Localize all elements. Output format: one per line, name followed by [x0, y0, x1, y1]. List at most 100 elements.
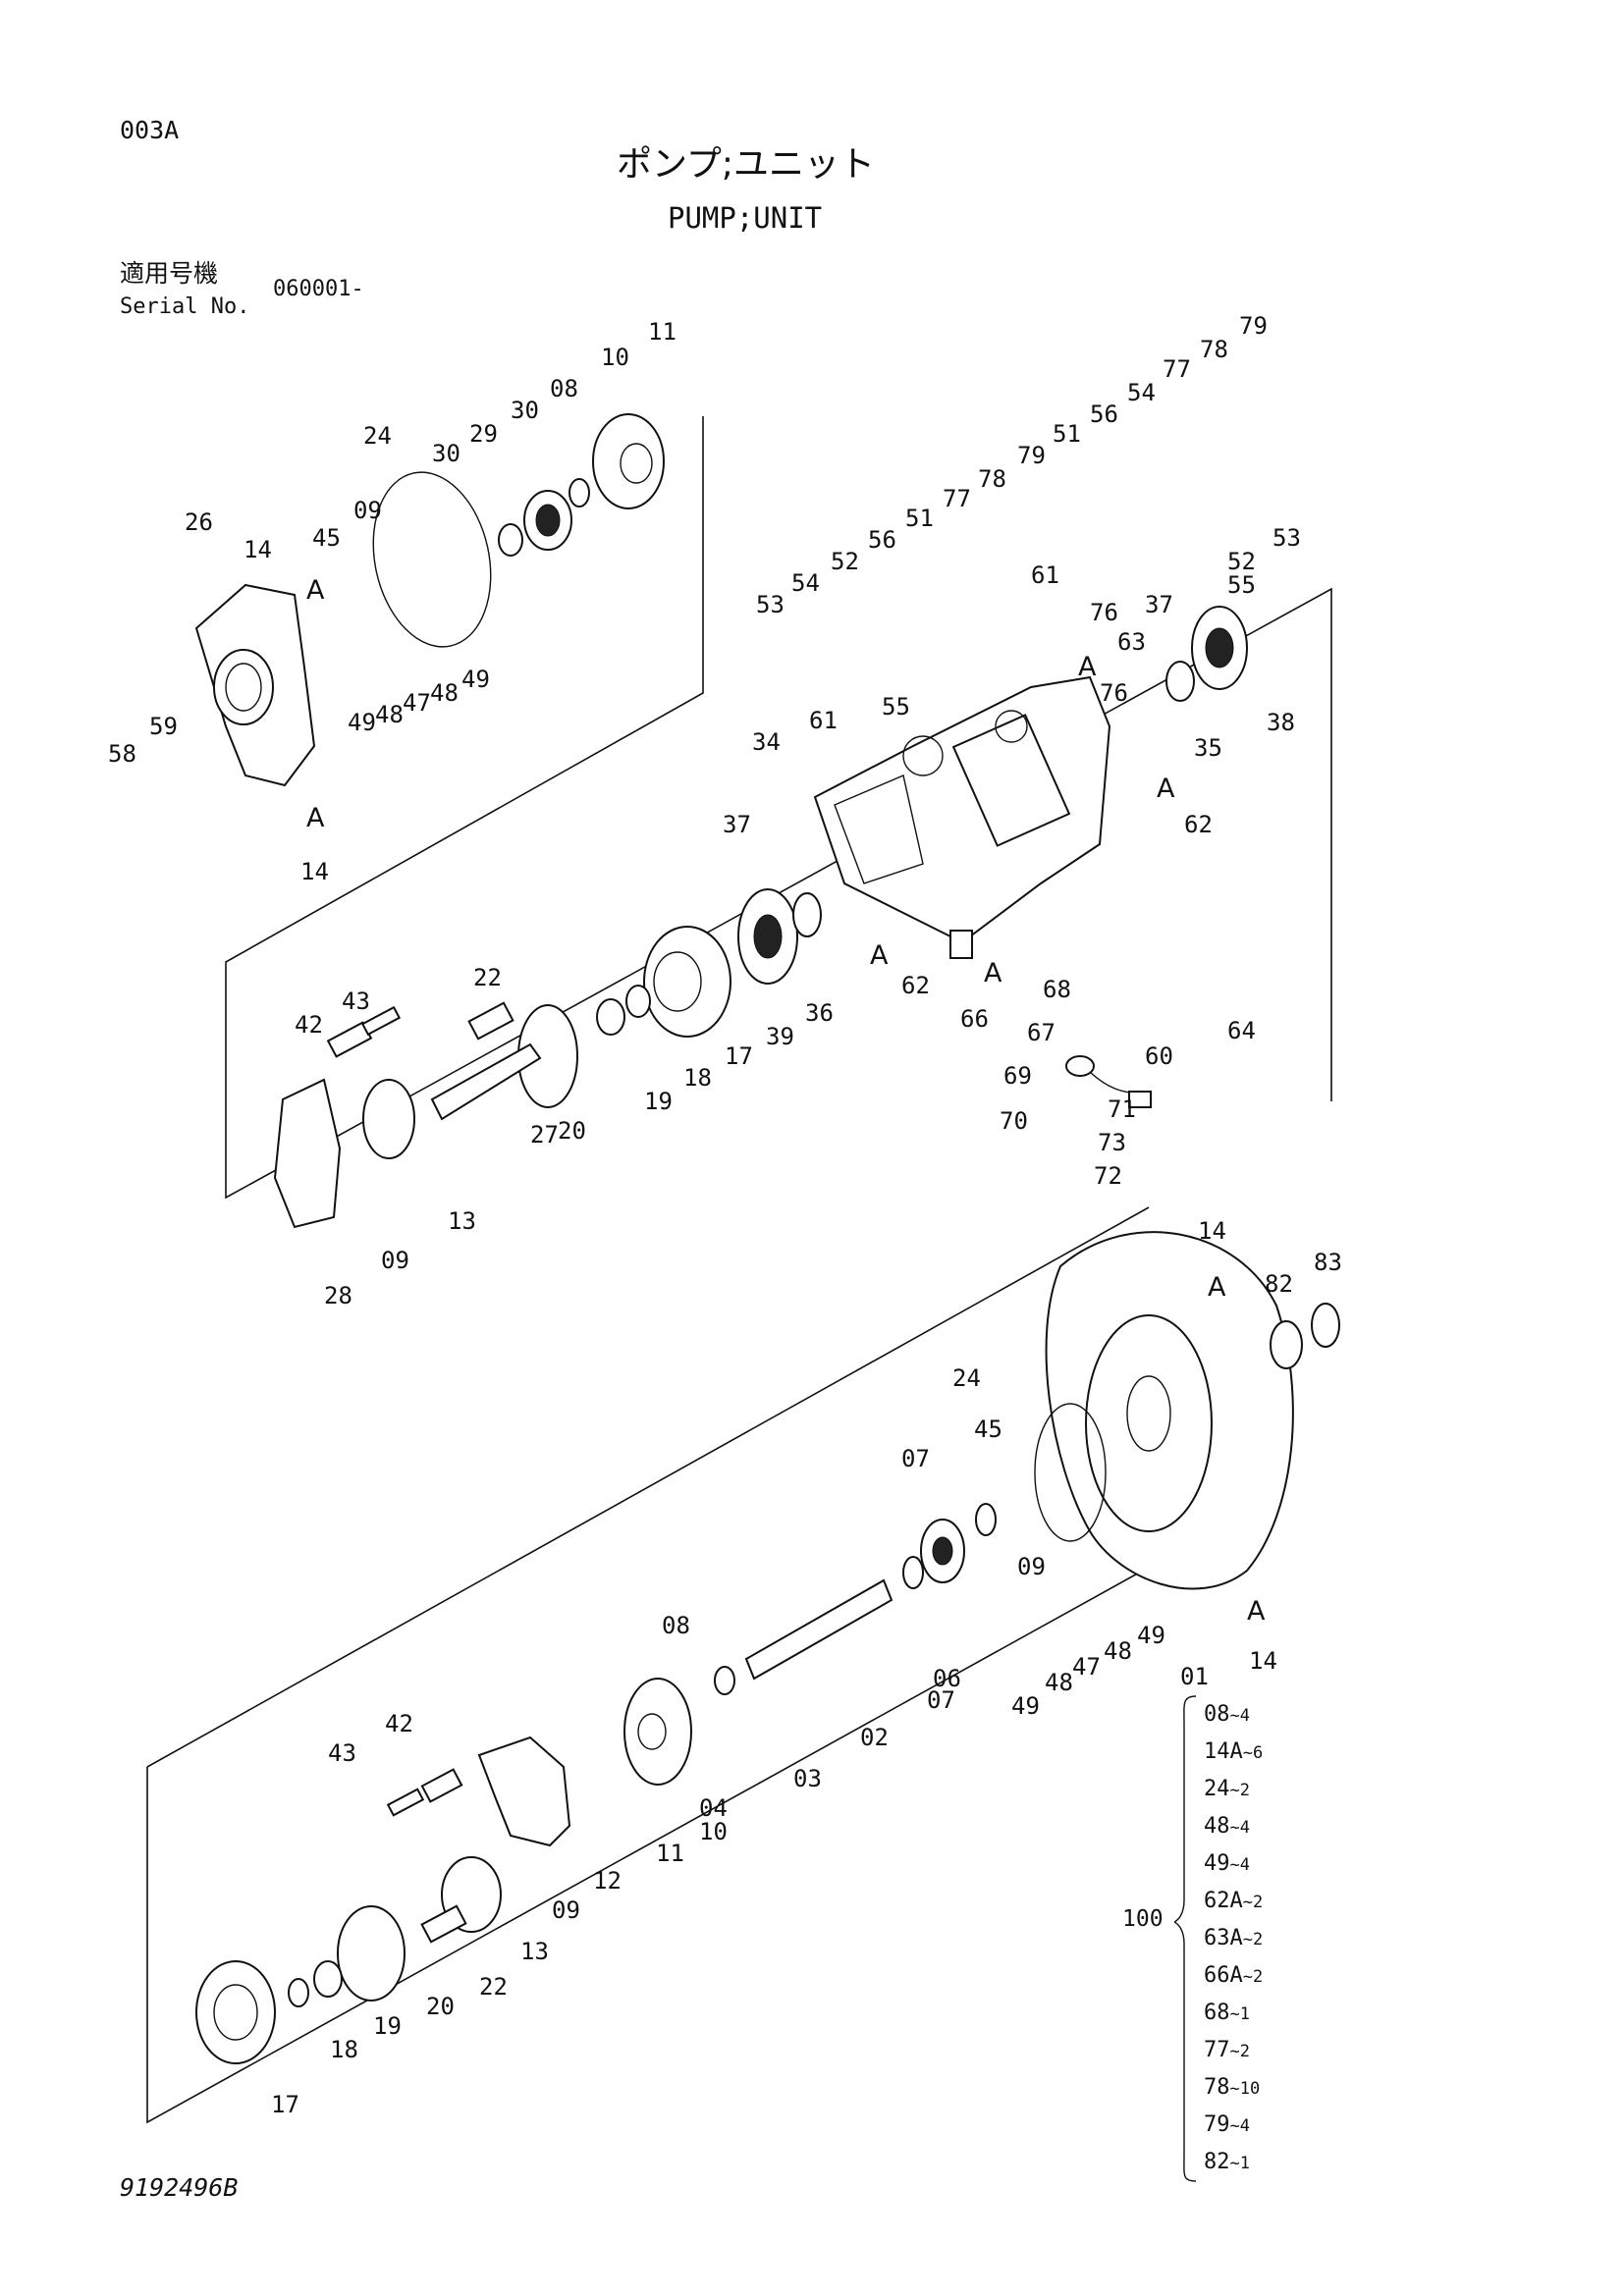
snap-ring-lower-2: [902, 1556, 924, 1589]
pump-housing-part: [813, 675, 1111, 944]
group-marker-a: A: [1078, 652, 1097, 682]
page-title-english: PUMP;UNIT: [668, 201, 823, 235]
callout-label: 06: [933, 1665, 961, 1692]
kit-item: 82~1: [1204, 2144, 1263, 2181]
callout-label: 07: [927, 1686, 955, 1714]
callout-label: 22: [473, 964, 502, 991]
callout-label: 52: [1227, 548, 1256, 575]
snap-ring-lower: [975, 1503, 997, 1536]
valve-plate-lower: [623, 1678, 692, 1786]
callout-label: 82: [1265, 1270, 1293, 1298]
valve-plate-upper: [592, 413, 665, 509]
kit-item: 66A~2: [1204, 1957, 1263, 1995]
callout-label: 29: [469, 420, 498, 448]
callout-label: 09: [552, 1896, 580, 1924]
spring-coil-lower: [386, 1788, 425, 1817]
spring-upper: [596, 998, 625, 1036]
piston-upper: [467, 1001, 514, 1041]
gasket-ring-lower: [1034, 1403, 1107, 1542]
bearing-right: [1191, 606, 1248, 690]
kit-item: 68~1: [1204, 1995, 1263, 2032]
callout-label: 14: [244, 536, 272, 563]
callout-label: 68: [1043, 976, 1071, 1003]
group-marker-a: A: [306, 803, 325, 833]
callout-label: 45: [974, 1415, 1002, 1443]
kit-item-part: 63A: [1204, 1926, 1243, 1950]
kit-item-qty: ~2: [1229, 2042, 1250, 2061]
callout-label: 37: [1145, 591, 1173, 618]
callout-label: 35: [1194, 734, 1222, 762]
callout-label: 26: [185, 508, 213, 536]
group-marker-a: A: [1208, 1272, 1226, 1303]
callout-label: 48: [1104, 1637, 1132, 1665]
assembly-frame-lower: [146, 1206, 1179, 2124]
callout-label: 14: [300, 858, 329, 885]
callout-label: 02: [860, 1724, 889, 1751]
callout-label: 04: [699, 1794, 728, 1822]
callout-label: 28: [324, 1282, 352, 1309]
callout-label: 18: [683, 1064, 712, 1092]
callout-label: 42: [295, 1011, 323, 1039]
callout-label: 53: [1272, 524, 1301, 552]
kit-item-part: 66A: [1204, 1963, 1243, 1988]
callout-label: 69: [1003, 1062, 1032, 1090]
callout-label: 13: [448, 1207, 476, 1235]
callout-label: 27: [530, 1121, 559, 1148]
drive-shaft-upper: [430, 1042, 542, 1121]
callout-label: 17: [271, 2091, 299, 2118]
callout-label: 18: [330, 2036, 358, 2063]
callout-label: 58: [108, 740, 136, 768]
spring-coil-upper: [360, 1005, 402, 1037]
callout-label: 14: [1249, 1647, 1277, 1675]
document-number: 9192496B: [120, 2173, 239, 2202]
spring-seat-lower: [313, 1960, 343, 1998]
kit-item-qty: ~4: [1229, 1818, 1250, 1838]
callout-label: 24: [952, 1364, 981, 1392]
callout-label: 42: [385, 1710, 413, 1737]
needle-bearing: [1165, 661, 1195, 702]
assembly-frame-upper: [225, 416, 1332, 1200]
callout-label: 24: [363, 422, 392, 450]
kit-item: 62A~2: [1204, 1883, 1263, 1920]
oil-seal: [1270, 1320, 1303, 1369]
swash-plate-upper: [273, 1078, 342, 1229]
kit-item-qty: ~4: [1229, 1706, 1250, 1726]
callout-label: 62: [901, 972, 930, 999]
kit-brace: [1174, 1695, 1197, 2182]
callout-label: 19: [373, 2012, 402, 2040]
callout-label: 62: [1184, 811, 1213, 838]
callout-label: 10: [699, 1818, 728, 1845]
bearing-lower: [920, 1519, 965, 1583]
callout-label: 72: [1094, 1162, 1122, 1190]
kit-item-part: 78: [1204, 2075, 1230, 2100]
kit-item: 49~4: [1204, 1845, 1263, 1883]
callout-label: 79: [1017, 442, 1046, 469]
group-marker-a: A: [1247, 1596, 1266, 1627]
callout-label: 63: [1117, 628, 1146, 656]
page-title-japanese: ポンプ;ユニット: [617, 144, 876, 185]
kit-item-part: 79: [1204, 2112, 1230, 2137]
snap-ring-upper-2: [568, 478, 590, 507]
kit-item-qty: ~2: [1229, 1781, 1250, 1800]
kit-item: 79~4: [1204, 2107, 1263, 2144]
kit-item: 48~4: [1204, 1808, 1263, 1845]
callout-label: 08: [662, 1612, 690, 1639]
callout-label: 71: [1108, 1095, 1136, 1123]
kit-item-qty: ~10: [1229, 2079, 1261, 2099]
piston-lower: [420, 1904, 467, 1944]
kit-item-part: 77: [1204, 2038, 1230, 2062]
kit-item: 24~2: [1204, 1771, 1263, 1808]
callout-label: 83: [1314, 1249, 1342, 1276]
callout-label: 51: [1053, 420, 1081, 448]
kit-item-qty: ~4: [1229, 1855, 1250, 1875]
kit-item-part: 62A: [1204, 1889, 1243, 1913]
callout-label: 67: [1027, 1019, 1056, 1046]
callout-label: 11: [656, 1840, 684, 1867]
callout-label: 53: [756, 591, 785, 618]
callout-label: 56: [868, 526, 896, 554]
kit-item-qty: ~1: [1229, 2154, 1250, 2173]
bearing-upper: [523, 490, 572, 551]
callout-label: 56: [1090, 400, 1118, 428]
callout-label: 13: [520, 1938, 549, 1965]
